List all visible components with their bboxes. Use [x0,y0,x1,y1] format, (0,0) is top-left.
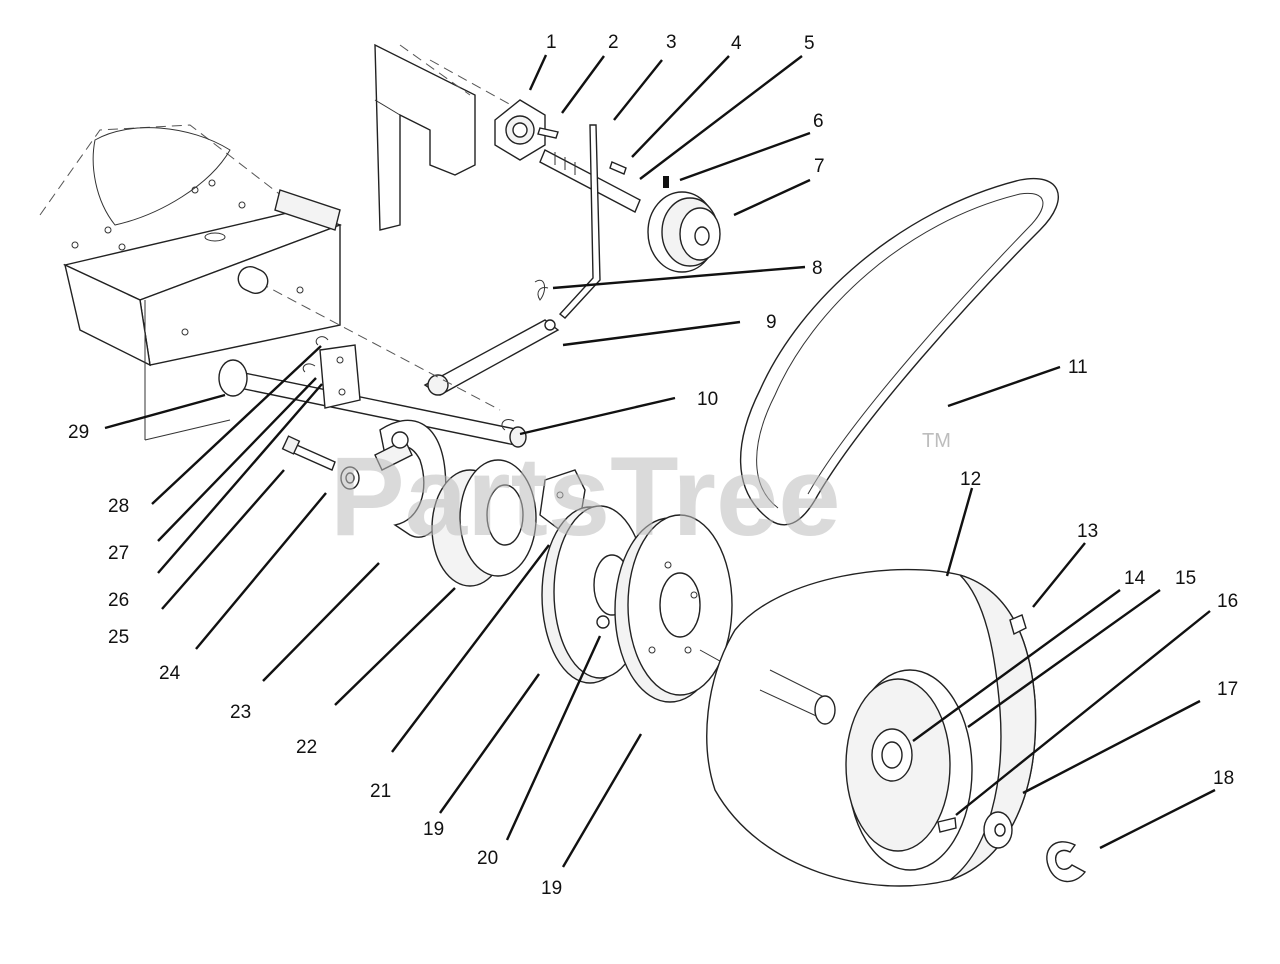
callout-12: 12 [960,469,981,490]
chassis-frame [39,43,476,441]
callout-29: 29 [68,422,89,443]
shaft-assembly [429,59,721,273]
callout-26: 26 [108,590,129,611]
callout-6: 6 [813,111,824,132]
callout-18: 18 [1213,768,1234,789]
callout-1: 1 [546,32,557,53]
leader-lines [104,54,1216,868]
callout-4: 4 [731,33,742,54]
watermark-trademark: TM [922,430,951,452]
callout-19a: 19 [423,819,444,840]
callout-labels: 1 2 3 4 5 6 7 8 9 10 11 12 13 14 15 16 1… [68,32,1238,899]
callout-21: 21 [370,781,391,802]
callout-23: 23 [230,702,251,723]
watermark: PartsTree [330,434,841,559]
callout-27: 27 [108,543,129,564]
callout-5: 5 [804,33,815,54]
callout-11: 11 [1068,357,1088,378]
callout-9: 9 [766,312,777,333]
callout-20: 20 [477,848,498,869]
callout-13: 13 [1077,521,1098,542]
callout-8: 8 [812,258,823,279]
callout-14: 14 [1124,568,1146,589]
v-belt [739,177,1059,526]
callout-15: 15 [1175,568,1196,589]
callout-10: 10 [697,389,718,410]
pivot-assembly [218,266,527,490]
callout-25: 25 [108,627,129,648]
callout-19b: 19 [541,878,562,899]
pulleys [541,505,791,703]
callout-22: 22 [296,737,317,758]
callout-17: 17 [1217,679,1238,700]
callout-16: 16 [1217,591,1238,612]
callout-7: 7 [814,156,825,177]
callout-2: 2 [608,32,619,53]
callout-3: 3 [666,32,677,53]
wheel-assembly [706,568,1087,887]
callout-28: 28 [108,496,129,517]
brake-assembly [374,419,586,587]
callout-24: 24 [159,663,181,684]
